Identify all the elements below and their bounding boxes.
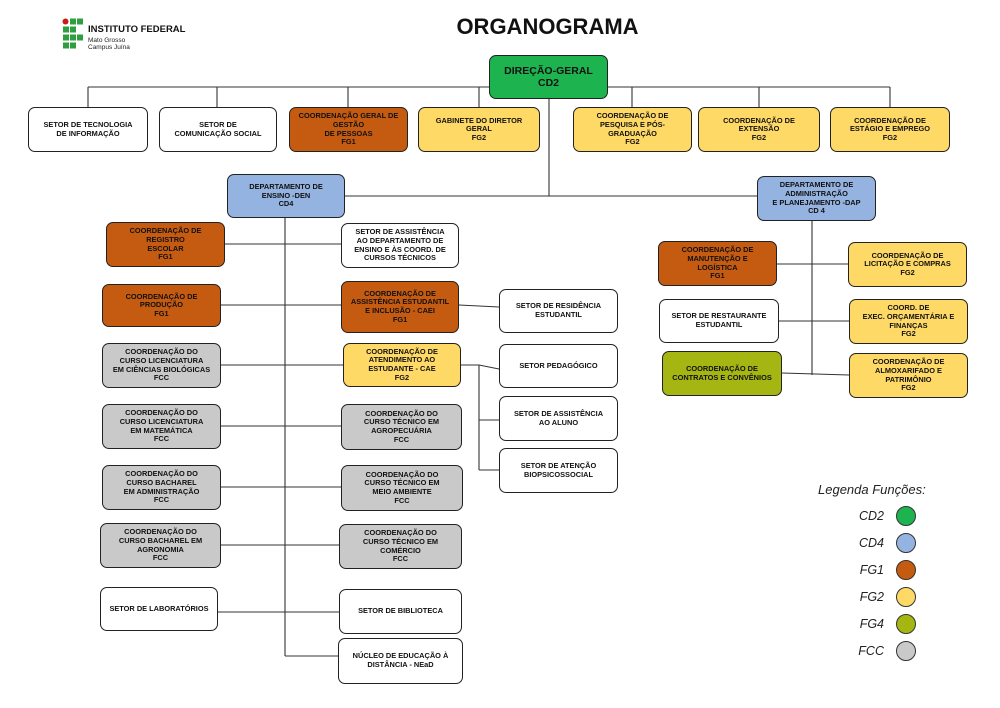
box-setor-comunicacao: SETOR DE COMUNICAÇÃO SOCIAL xyxy=(159,107,277,152)
box-coord-registro-escolar: COORDENAÇÃO DE REGISTRO ESCOLAR FG1 xyxy=(106,222,225,267)
box-coord-matematica: COORDENAÇÃO DO CURSO LICENCIATURA EM MAT… xyxy=(102,404,221,449)
box-departamento-administracao: DEPARTAMENTO DE ADMINISTRAÇÃO E PLANEJAM… xyxy=(757,176,876,221)
logo-grid-icon xyxy=(62,18,83,49)
box-setor-assistencia-departamento: SETOR DE ASSISTÊNCIA AO DEPARTAMENTO DE … xyxy=(341,223,459,268)
legend-item: CD2 xyxy=(850,505,920,529)
legend-label: FG1 xyxy=(859,563,884,577)
legend-label: FCC xyxy=(858,644,884,658)
legend-label: FG2 xyxy=(859,590,884,604)
box-coord-tecnico-meio-ambiente: COORDENAÇÃO DO CURSO TÉCNICO EM MEIO AMB… xyxy=(341,465,463,511)
legend-swatch xyxy=(896,614,916,634)
logo-state: Mato Grosso xyxy=(88,37,126,44)
legend-item: FG4 xyxy=(850,613,920,637)
legend-label: FG4 xyxy=(859,617,884,631)
box-setor-ti: SETOR DE TECNOLOGIA DE INFORMAÇÃO xyxy=(28,107,148,152)
box-coord-agronomia: COORDENAÇÃO DO CURSO BACHAREL EM AGRONOM… xyxy=(100,523,221,568)
box-coord-tecnico-comercio: COORDENAÇÃO DO CURSO TÉCNICO EM COMÉRCIO… xyxy=(339,524,462,569)
legend-item: FG1 xyxy=(850,559,920,583)
box-coord-manutencao: COORDENAÇÃO DE MANUTENÇÃO E LOGÍSTICA FG… xyxy=(658,241,777,286)
box-nucleo-ead: NÚCLEO DE EDUCAÇÃO À DISTÂNCIA - NEaD xyxy=(338,638,463,684)
box-setor-laboratorios: SETOR DE LABORATÓRIOS xyxy=(100,587,218,631)
page-title: ORGANOGRAMA xyxy=(456,14,639,39)
institute-logo: INSTITUTO FEDERAL Mato Grosso Campus Juí… xyxy=(62,18,192,52)
box-gabinete: GABINETE DO DIRETOR GERAL FG2 xyxy=(418,107,540,152)
legend-swatch xyxy=(896,506,916,526)
legend-item: FG2 xyxy=(850,586,920,610)
box-setor-biblioteca: SETOR DE BIBLIOTECA xyxy=(339,589,462,634)
box-coord-execucao-orcamentaria: COORD. DE EXEC. ORÇAMENTÁRIA E FINANÇAS … xyxy=(849,299,968,344)
box-coord-estagio: COORDENAÇÃO DE ESTÁGIO E EMPREGO FG2 xyxy=(830,107,950,152)
legend-item: FCC xyxy=(850,640,920,664)
legend-swatch xyxy=(896,560,916,580)
box-setor-biopsicossocial: SETOR DE ATENÇÃO BIOPSICOSSOCIAL xyxy=(499,448,618,493)
box-coord-producao: COORDENAÇÃO DE PRODUÇÃO FG1 xyxy=(102,284,221,327)
legend-label: CD4 xyxy=(858,536,884,550)
legend-swatch xyxy=(896,641,916,661)
box-setor-pedagogico: SETOR PEDAGÓGICO xyxy=(499,344,618,388)
box-coord-extensao: COORDENAÇÃO DE EXTENSÃO FG2 xyxy=(698,107,820,152)
legend-title: Legenda Funções: xyxy=(818,482,926,497)
box-departamento-ensino: DEPARTAMENTO DE ENSINO -DEN CD4 xyxy=(227,174,345,218)
box-coord-biologicas: COORDENAÇÃO DO CURSO LICENCIATURA EM CIÊ… xyxy=(102,343,221,388)
logo-name: INSTITUTO FEDERAL xyxy=(88,24,186,35)
box-setor-restaurante: SETOR DE RESTAURANTE ESTUDANTIL xyxy=(659,299,779,343)
box-coord-gestao-pessoas: COORDENAÇÃO GERAL DE GESTÃO DE PESSOAS F… xyxy=(289,107,408,152)
box-coord-administracao: COORDENAÇÃO DO CURSO BACHAREL EM ADMINIS… xyxy=(102,465,221,510)
legend-label: CD2 xyxy=(858,509,884,523)
legend-swatch xyxy=(896,587,916,607)
box-coord-contratos: COORDENAÇÃO DE CONTRATOS E CONVÊNIOS xyxy=(662,351,782,396)
box-coord-almoxarifado: COORDENAÇÃO DE ALMOXARIFADO E PATRIMÔNIO… xyxy=(849,353,968,398)
legend-swatch xyxy=(896,533,916,553)
logo-subtitle: Mato Grosso Campus Juína xyxy=(88,37,130,52)
box-coord-tecnico-agropecuaria: COORDENAÇÃO DO CURSO TÉCNICO EM AGROPECU… xyxy=(341,404,462,450)
box-direcao-geral: DIREÇÃO-GERAL CD2 xyxy=(489,55,608,99)
legend-item: CD4 xyxy=(850,532,920,556)
box-setor-assistencia-aluno: SETOR DE ASSISTÊNCIA AO ALUNO xyxy=(499,396,618,441)
logo-campus: Campus Juína xyxy=(88,44,130,52)
box-coord-caei: COORDENAÇÃO DE ASSISTÊNCIA ESTUDANTIL E … xyxy=(341,281,459,333)
box-setor-residencia: SETOR DE RESIDÊNCIA ESTUDANTIL xyxy=(499,289,618,333)
box-coord-cae: COORDENAÇÃO DE ATENDIMENTO AO ESTUDANTE … xyxy=(343,343,461,387)
box-coord-licitacao: COORDENAÇÃO DE LICITAÇÃO E COMPRAS FG2 xyxy=(848,242,967,287)
box-coord-pesquisa: COORDENAÇÃO DE PESQUISA E PÓS- GRADUAÇÃO… xyxy=(573,107,692,152)
